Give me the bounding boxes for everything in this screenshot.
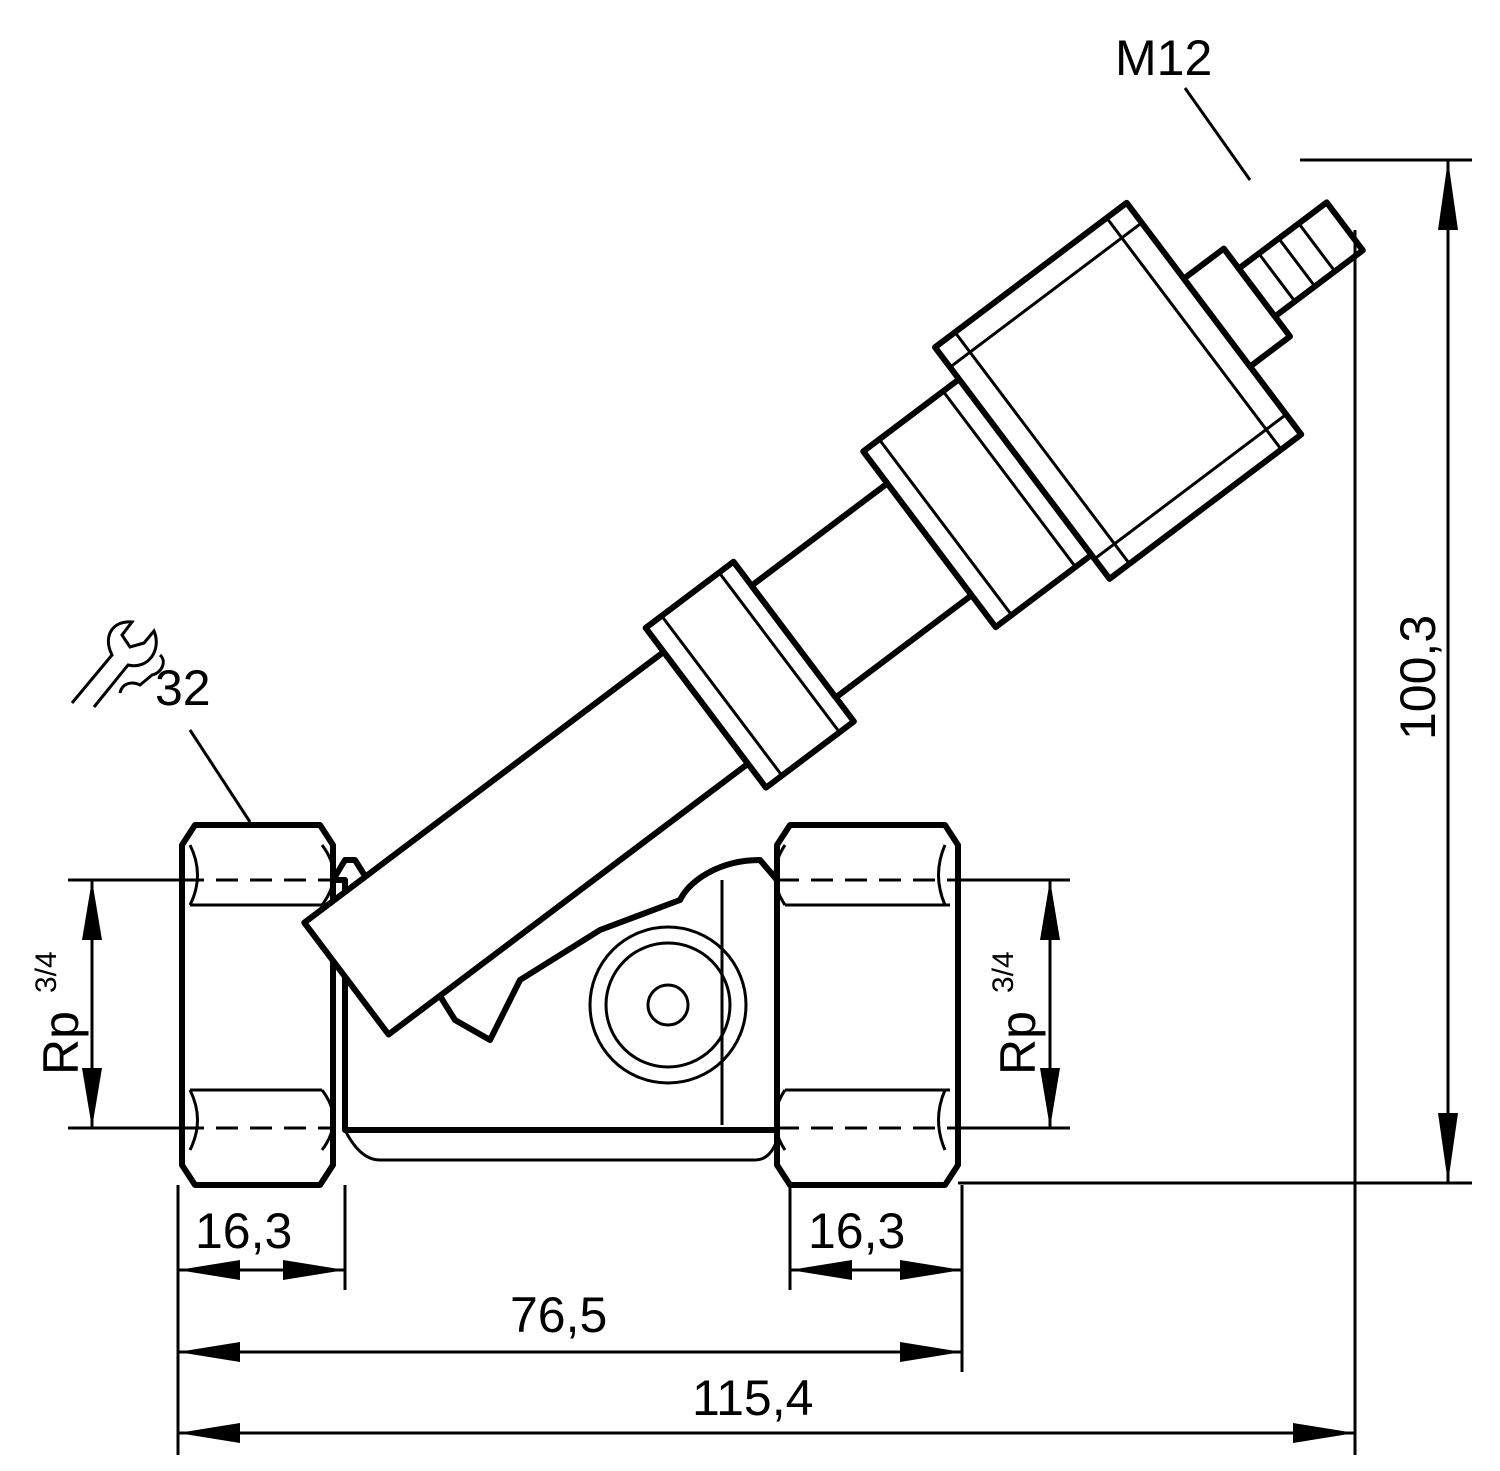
thread-left-fraction: 3/4	[30, 951, 63, 993]
right-port-length-label: 16,3	[808, 1203, 905, 1259]
body-length-label: 76,5	[510, 1287, 607, 1343]
thread-right-label: Rp 3/4	[987, 951, 1046, 1075]
thread-right-fraction: 3/4	[987, 951, 1020, 993]
valve-body	[179, 199, 1366, 1188]
dimension-lines	[68, 87, 1472, 1455]
overall-length-label: 115,4	[692, 1370, 813, 1426]
height-label: 100,3	[1390, 615, 1446, 740]
thread-left-text: Rp	[33, 1011, 89, 1075]
wrench-size-label: 32	[155, 660, 211, 716]
left-port-length-label: 16,3	[195, 1203, 292, 1259]
connector-label: M12	[1115, 30, 1212, 86]
thread-lines	[182, 878, 958, 1130]
thread-right-text: Rp	[990, 1011, 1046, 1075]
thread-left-label: Rp 3/4	[30, 951, 89, 1075]
wrench-icon	[70, 620, 165, 708]
